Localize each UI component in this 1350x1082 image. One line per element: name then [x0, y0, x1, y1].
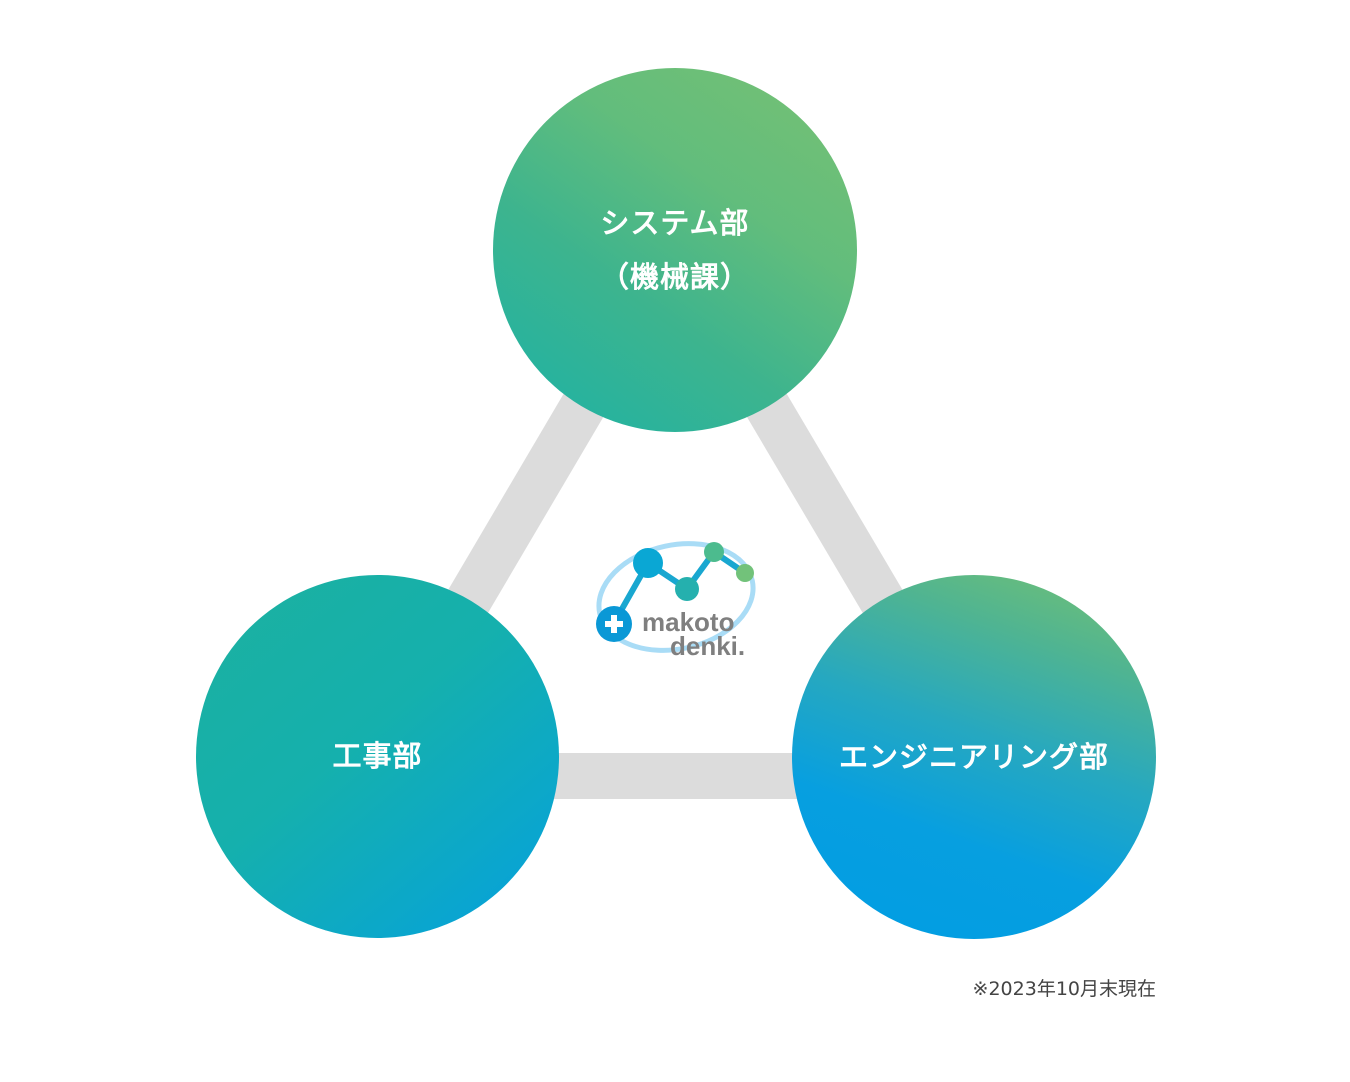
department-circle-engineering: エンジニアリング部: [792, 575, 1156, 939]
department-circle-system: システム部 （機械課）: [493, 68, 857, 432]
logo-plus-icon: [596, 606, 632, 642]
department-circle-construction: 工事部: [196, 575, 559, 938]
footnote-date: ※2023年10月末現在: [972, 978, 1156, 1000]
logo-graph-icon: [611, 542, 754, 625]
department-label-system: システム部: [600, 205, 750, 240]
department-label-construction: 工事部: [332, 739, 423, 773]
logo-word-makoto: makoto: [642, 607, 734, 637]
department-label-engineering: エンジニアリング部: [838, 739, 1109, 774]
logo-word-denki: denki.: [670, 631, 745, 660]
department-sublabel-system: （機械課）: [599, 259, 750, 294]
makoto-denki-logo: makoto denki.: [596, 541, 756, 660]
